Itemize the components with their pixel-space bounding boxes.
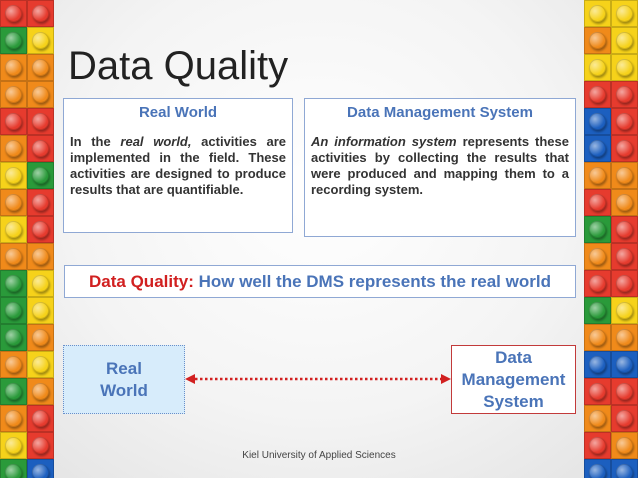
- lego-brick: [27, 108, 54, 135]
- lego-brick: [611, 432, 638, 459]
- lego-brick: [0, 54, 27, 81]
- footer-text: Kiel University of Applied Sciences: [242, 450, 396, 461]
- lego-brick: [27, 459, 54, 478]
- lego-brick: [27, 216, 54, 243]
- lego-brick: [27, 297, 54, 324]
- lego-brick: [611, 108, 638, 135]
- lego-brick: [0, 27, 27, 54]
- arrowhead-left-icon: [185, 374, 195, 384]
- lego-brick: [27, 27, 54, 54]
- lego-brick: [611, 135, 638, 162]
- lego-brick: [584, 81, 611, 108]
- lego-brick: [584, 459, 611, 478]
- lego-brick: [0, 189, 27, 216]
- lego-brick: [0, 0, 27, 27]
- lego-brick: [611, 54, 638, 81]
- lego-brick: [584, 162, 611, 189]
- lego-brick: [611, 324, 638, 351]
- lego-brick: [611, 27, 638, 54]
- lego-brick: [611, 189, 638, 216]
- lego-brick: [584, 189, 611, 216]
- dms-node: Data Management System: [451, 345, 576, 414]
- lego-brick: [27, 81, 54, 108]
- lego-brick: [584, 0, 611, 27]
- definition-text: How well the DMS represents the real wor…: [193, 272, 551, 291]
- lego-brick: [0, 351, 27, 378]
- lego-brick: [0, 324, 27, 351]
- data-quality-definition: Data Quality: How well the DMS represent…: [64, 265, 576, 298]
- lego-brick: [584, 108, 611, 135]
- lego-brick: [611, 216, 638, 243]
- lego-brick: [584, 432, 611, 459]
- lego-brick: [611, 297, 638, 324]
- real-world-text: In the real world, activities are implem…: [70, 134, 287, 197]
- arrowhead-right-icon: [441, 374, 451, 384]
- lego-brick: [0, 378, 27, 405]
- lego-brick: [584, 54, 611, 81]
- lego-brick: [0, 216, 27, 243]
- lego-brick: [611, 378, 638, 405]
- lego-brick: [611, 162, 638, 189]
- lego-brick: [584, 135, 611, 162]
- lego-brick: [0, 162, 27, 189]
- lego-brick: [611, 459, 638, 478]
- lego-brick: [584, 270, 611, 297]
- lego-brick: [0, 459, 27, 478]
- lego-brick: [611, 270, 638, 297]
- lego-brick: [27, 324, 54, 351]
- lego-brick: [584, 324, 611, 351]
- lego-brick: [611, 351, 638, 378]
- bidirectional-arrow: [185, 374, 451, 384]
- lego-brick: [0, 135, 27, 162]
- lego-border-left: [0, 0, 54, 478]
- definition-label: Data Quality:: [89, 272, 194, 291]
- lego-brick: [27, 378, 54, 405]
- lego-brick: [27, 351, 54, 378]
- lego-brick: [0, 432, 27, 459]
- dms-heading: Data Management System: [347, 104, 533, 121]
- slide-title: Data Quality: [68, 44, 289, 88]
- lego-brick: [27, 54, 54, 81]
- lego-brick: [27, 432, 54, 459]
- lego-brick: [27, 189, 54, 216]
- lego-brick: [27, 162, 54, 189]
- lego-brick: [27, 0, 54, 27]
- lego-brick: [0, 297, 27, 324]
- lego-brick: [584, 378, 611, 405]
- lego-brick: [27, 243, 54, 270]
- lego-brick: [0, 243, 27, 270]
- lego-brick: [584, 243, 611, 270]
- lego-border-right: [584, 0, 638, 478]
- lego-brick: [27, 135, 54, 162]
- lego-brick: [584, 216, 611, 243]
- lego-brick: [0, 405, 27, 432]
- lego-brick: [0, 108, 27, 135]
- lego-brick: [584, 27, 611, 54]
- lego-brick: [0, 270, 27, 297]
- lego-brick: [611, 0, 638, 27]
- real-world-node: Real World: [63, 345, 185, 414]
- lego-brick: [611, 81, 638, 108]
- lego-brick: [0, 81, 27, 108]
- dms-text: An information system represents these a…: [311, 134, 569, 197]
- real-world-box: Real World In the real world, activities…: [63, 98, 293, 233]
- lego-brick: [584, 405, 611, 432]
- lego-brick: [611, 405, 638, 432]
- dms-box: Data Management System An information sy…: [304, 98, 576, 237]
- lego-brick: [584, 351, 611, 378]
- real-world-heading: Real World: [138, 104, 218, 121]
- lego-brick: [27, 405, 54, 432]
- lego-brick: [27, 270, 54, 297]
- lego-brick: [611, 243, 638, 270]
- lego-brick: [584, 297, 611, 324]
